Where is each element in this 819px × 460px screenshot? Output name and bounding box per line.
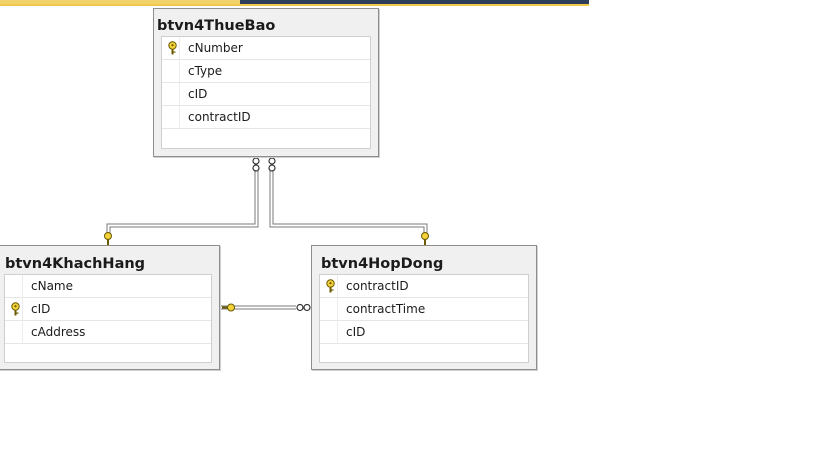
- column-name: cID: [346, 325, 366, 339]
- tab-strip-underline: [0, 4, 589, 6]
- column-row-ctype[interactable]: cType: [162, 60, 370, 83]
- row-selector: [162, 83, 180, 105]
- row-selector: [5, 321, 23, 343]
- column-row-contracttime[interactable]: contractTime: [320, 298, 528, 321]
- column-list: contractID contractTime cID: [319, 274, 529, 363]
- column-name: cNumber: [188, 41, 243, 55]
- table-title: btvn4HopDong: [321, 256, 444, 272]
- primary-key-icon: [168, 41, 177, 55]
- one-end-markers: [104, 232, 429, 312]
- tab-strip-left: [0, 0, 240, 4]
- column-row-cname[interactable]: cName: [5, 275, 211, 298]
- table-btvn4hopdong[interactable]: btvn4HopDong contractID contractTime cID: [311, 245, 537, 370]
- relationship-hopdong-thuebao: [269, 170, 425, 238]
- table-btvn4thuebao[interactable]: btvn4ThueBao cNumber cType cID contractI…: [153, 8, 379, 157]
- many-end-markers: [252, 157, 311, 312]
- primary-key-icon: [326, 279, 335, 293]
- column-list: cName cID cAddress: [4, 274, 212, 363]
- column-name: contractID: [346, 279, 409, 293]
- row-selector: [5, 298, 23, 320]
- column-name: contractTime: [346, 302, 426, 316]
- column-row-caddress[interactable]: cAddress: [5, 321, 211, 344]
- row-selector: [320, 275, 338, 297]
- column-row-cid[interactable]: cID: [162, 83, 370, 106]
- column-row-contractid[interactable]: contractID: [320, 275, 528, 298]
- row-selector: [162, 60, 180, 82]
- primary-key-icon: [11, 302, 20, 316]
- row-selector: [162, 106, 180, 128]
- column-row-cnumber[interactable]: cNumber: [162, 37, 370, 60]
- row-selector: [320, 298, 338, 320]
- row-selector: [320, 321, 338, 343]
- table-title: btvn4KhachHang: [5, 256, 146, 272]
- column-name: cName: [31, 279, 73, 293]
- column-row-cid[interactable]: cID: [320, 321, 528, 344]
- tab-strip-right: [240, 0, 589, 4]
- column-row-cid[interactable]: cID: [5, 298, 211, 321]
- row-selector: [162, 37, 180, 59]
- row-selector: [5, 275, 23, 297]
- column-name: cAddress: [31, 325, 86, 339]
- column-name: cID: [31, 302, 51, 316]
- column-name: cType: [188, 64, 223, 78]
- table-btvn4khachhang[interactable]: btvn4KhachHang cName cID cAddress: [0, 245, 220, 370]
- table-title: btvn4ThueBao: [157, 18, 276, 34]
- column-name: contractID: [188, 110, 251, 124]
- relationship-khachhang-thuebao: [106, 170, 256, 238]
- column-row-contractid[interactable]: contractID: [162, 106, 370, 129]
- column-list: cNumber cType cID contractID: [161, 36, 371, 149]
- column-name: cID: [188, 87, 208, 101]
